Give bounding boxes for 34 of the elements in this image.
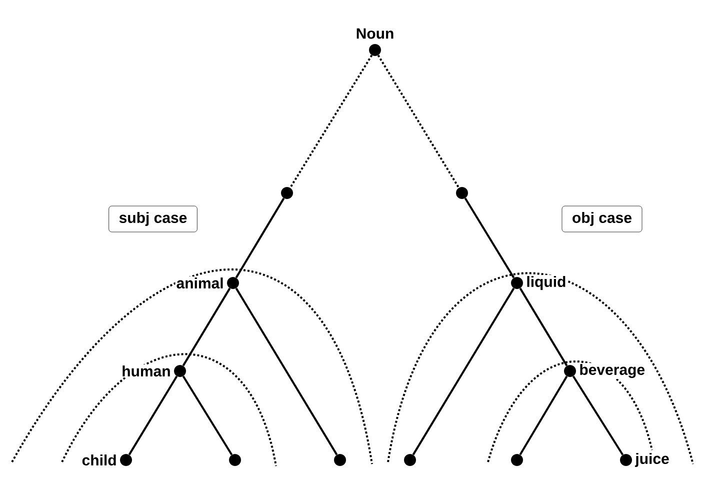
- node-label: juice: [634, 452, 670, 468]
- case-box: subj case: [108, 206, 198, 232]
- tree-branch: [519, 288, 568, 366]
- tree-branch: [235, 198, 285, 278]
- tree-branch: [182, 376, 233, 456]
- dot: [511, 454, 523, 466]
- tree-branch: [128, 376, 178, 456]
- dot: [564, 365, 576, 377]
- node-label: Noun: [354, 27, 396, 40]
- tree-branch: [377, 54, 460, 188]
- dot: [456, 187, 468, 199]
- dot: [620, 454, 632, 466]
- tree-branch: [572, 376, 624, 456]
- tree-branch: [182, 288, 231, 366]
- dot: [369, 44, 381, 56]
- dot: [511, 277, 523, 289]
- dot: [229, 454, 241, 466]
- node-label: child: [80, 453, 118, 466]
- tree-branch: [235, 288, 338, 456]
- dot: [281, 187, 293, 199]
- node-label: beverage: [578, 362, 646, 380]
- node-label: animal: [175, 276, 225, 290]
- tree-branch: [289, 54, 373, 188]
- node-label: human: [120, 364, 172, 378]
- case-box: obj case: [562, 206, 642, 232]
- dot: [174, 365, 186, 377]
- dot: [334, 454, 346, 466]
- dot: [404, 454, 416, 466]
- tree-branch: [464, 198, 515, 278]
- node-label: liquid: [525, 275, 568, 291]
- dot: [227, 277, 239, 289]
- tree-branch: [412, 288, 515, 456]
- dot: [120, 454, 132, 466]
- tree-branch: [519, 376, 568, 456]
